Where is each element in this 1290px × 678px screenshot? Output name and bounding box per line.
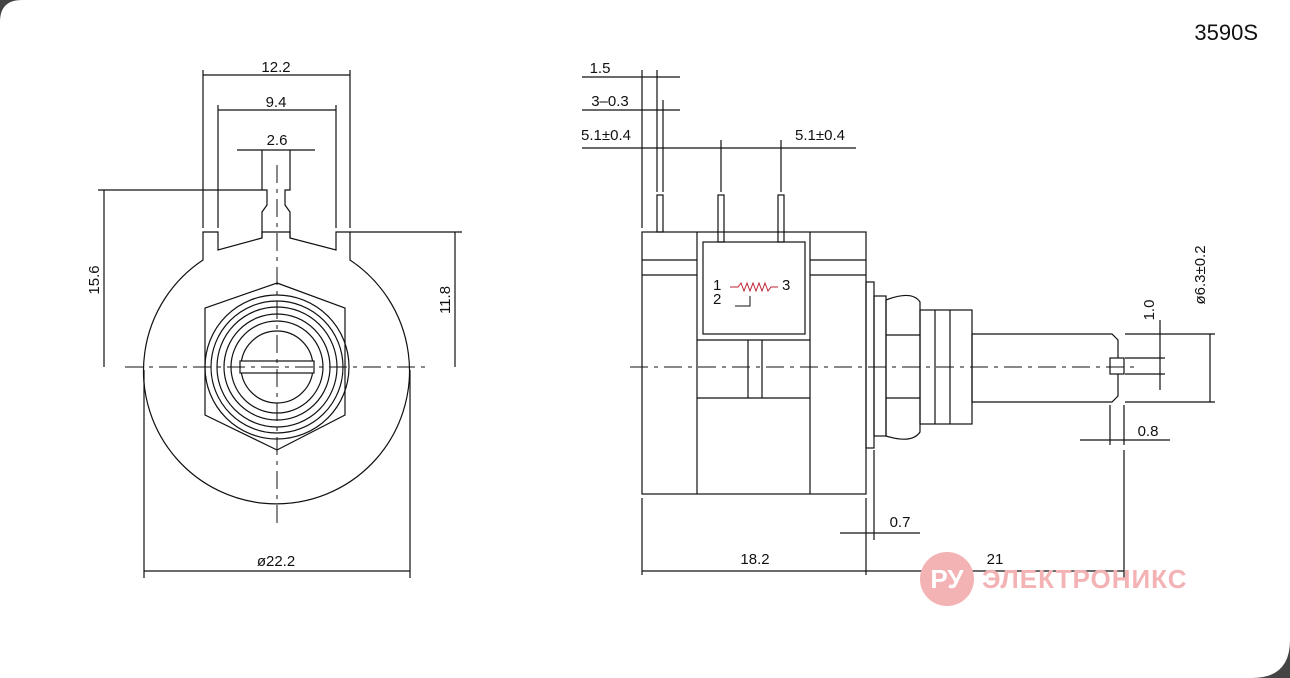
pin-label-2: 2 xyxy=(713,291,721,308)
pin-1 xyxy=(656,194,664,233)
page-corner-top xyxy=(0,0,22,22)
dim-12-2: 12.2 xyxy=(261,59,290,76)
label-plate xyxy=(702,241,806,335)
dim-1-0: 1.0 xyxy=(1141,300,1158,321)
dim-9-4: 9.4 xyxy=(266,94,287,111)
body-outline xyxy=(142,231,411,505)
dim-21: 21 xyxy=(987,551,1004,568)
mount-washer xyxy=(865,281,875,449)
front-view xyxy=(98,70,462,578)
dim-22-2: ø22.2 xyxy=(257,553,295,570)
dim-5-1-left: 5.1±0.4 xyxy=(581,127,631,144)
watermark-logo: РУ ЭЛЕКТРОНИКС xyxy=(920,552,1187,606)
dim-5-1-right: 5.1±0.4 xyxy=(795,127,845,144)
dim-18-2: 18.2 xyxy=(740,551,769,568)
logo-circle: РУ xyxy=(920,552,974,606)
pin-label-1: 1 xyxy=(713,277,721,294)
terminal-tab xyxy=(261,149,291,238)
side-view xyxy=(582,70,1215,578)
dim-0-8: 0.8 xyxy=(1138,423,1159,440)
wiper-symbol xyxy=(735,296,751,307)
page-corner xyxy=(1252,640,1290,678)
dim-1-5: 1.5 xyxy=(590,60,611,77)
nut-side xyxy=(885,294,921,440)
dim-2-6: 2.6 xyxy=(267,132,288,149)
dim-3-0-3: 3–0.3 xyxy=(591,93,629,110)
pin-2 xyxy=(717,194,725,243)
resistor-symbol xyxy=(730,281,778,293)
dim-11-8: 11.8 xyxy=(437,286,454,314)
logo-text: ЭЛЕКТРОНИКС xyxy=(982,563,1188,594)
shaft-slot-side xyxy=(1109,357,1125,375)
model-number: 3590S xyxy=(1194,20,1258,45)
dim-15-6: 15.6 xyxy=(86,265,103,294)
pin-3 xyxy=(777,194,785,243)
dim-0-7: 0.7 xyxy=(890,514,911,531)
dim-shaft-diameter: ø6.3±0.2 xyxy=(1192,245,1209,304)
shaft-side xyxy=(971,333,1119,403)
lock-washer xyxy=(873,295,887,437)
pin-label-3: 3 xyxy=(782,277,790,294)
